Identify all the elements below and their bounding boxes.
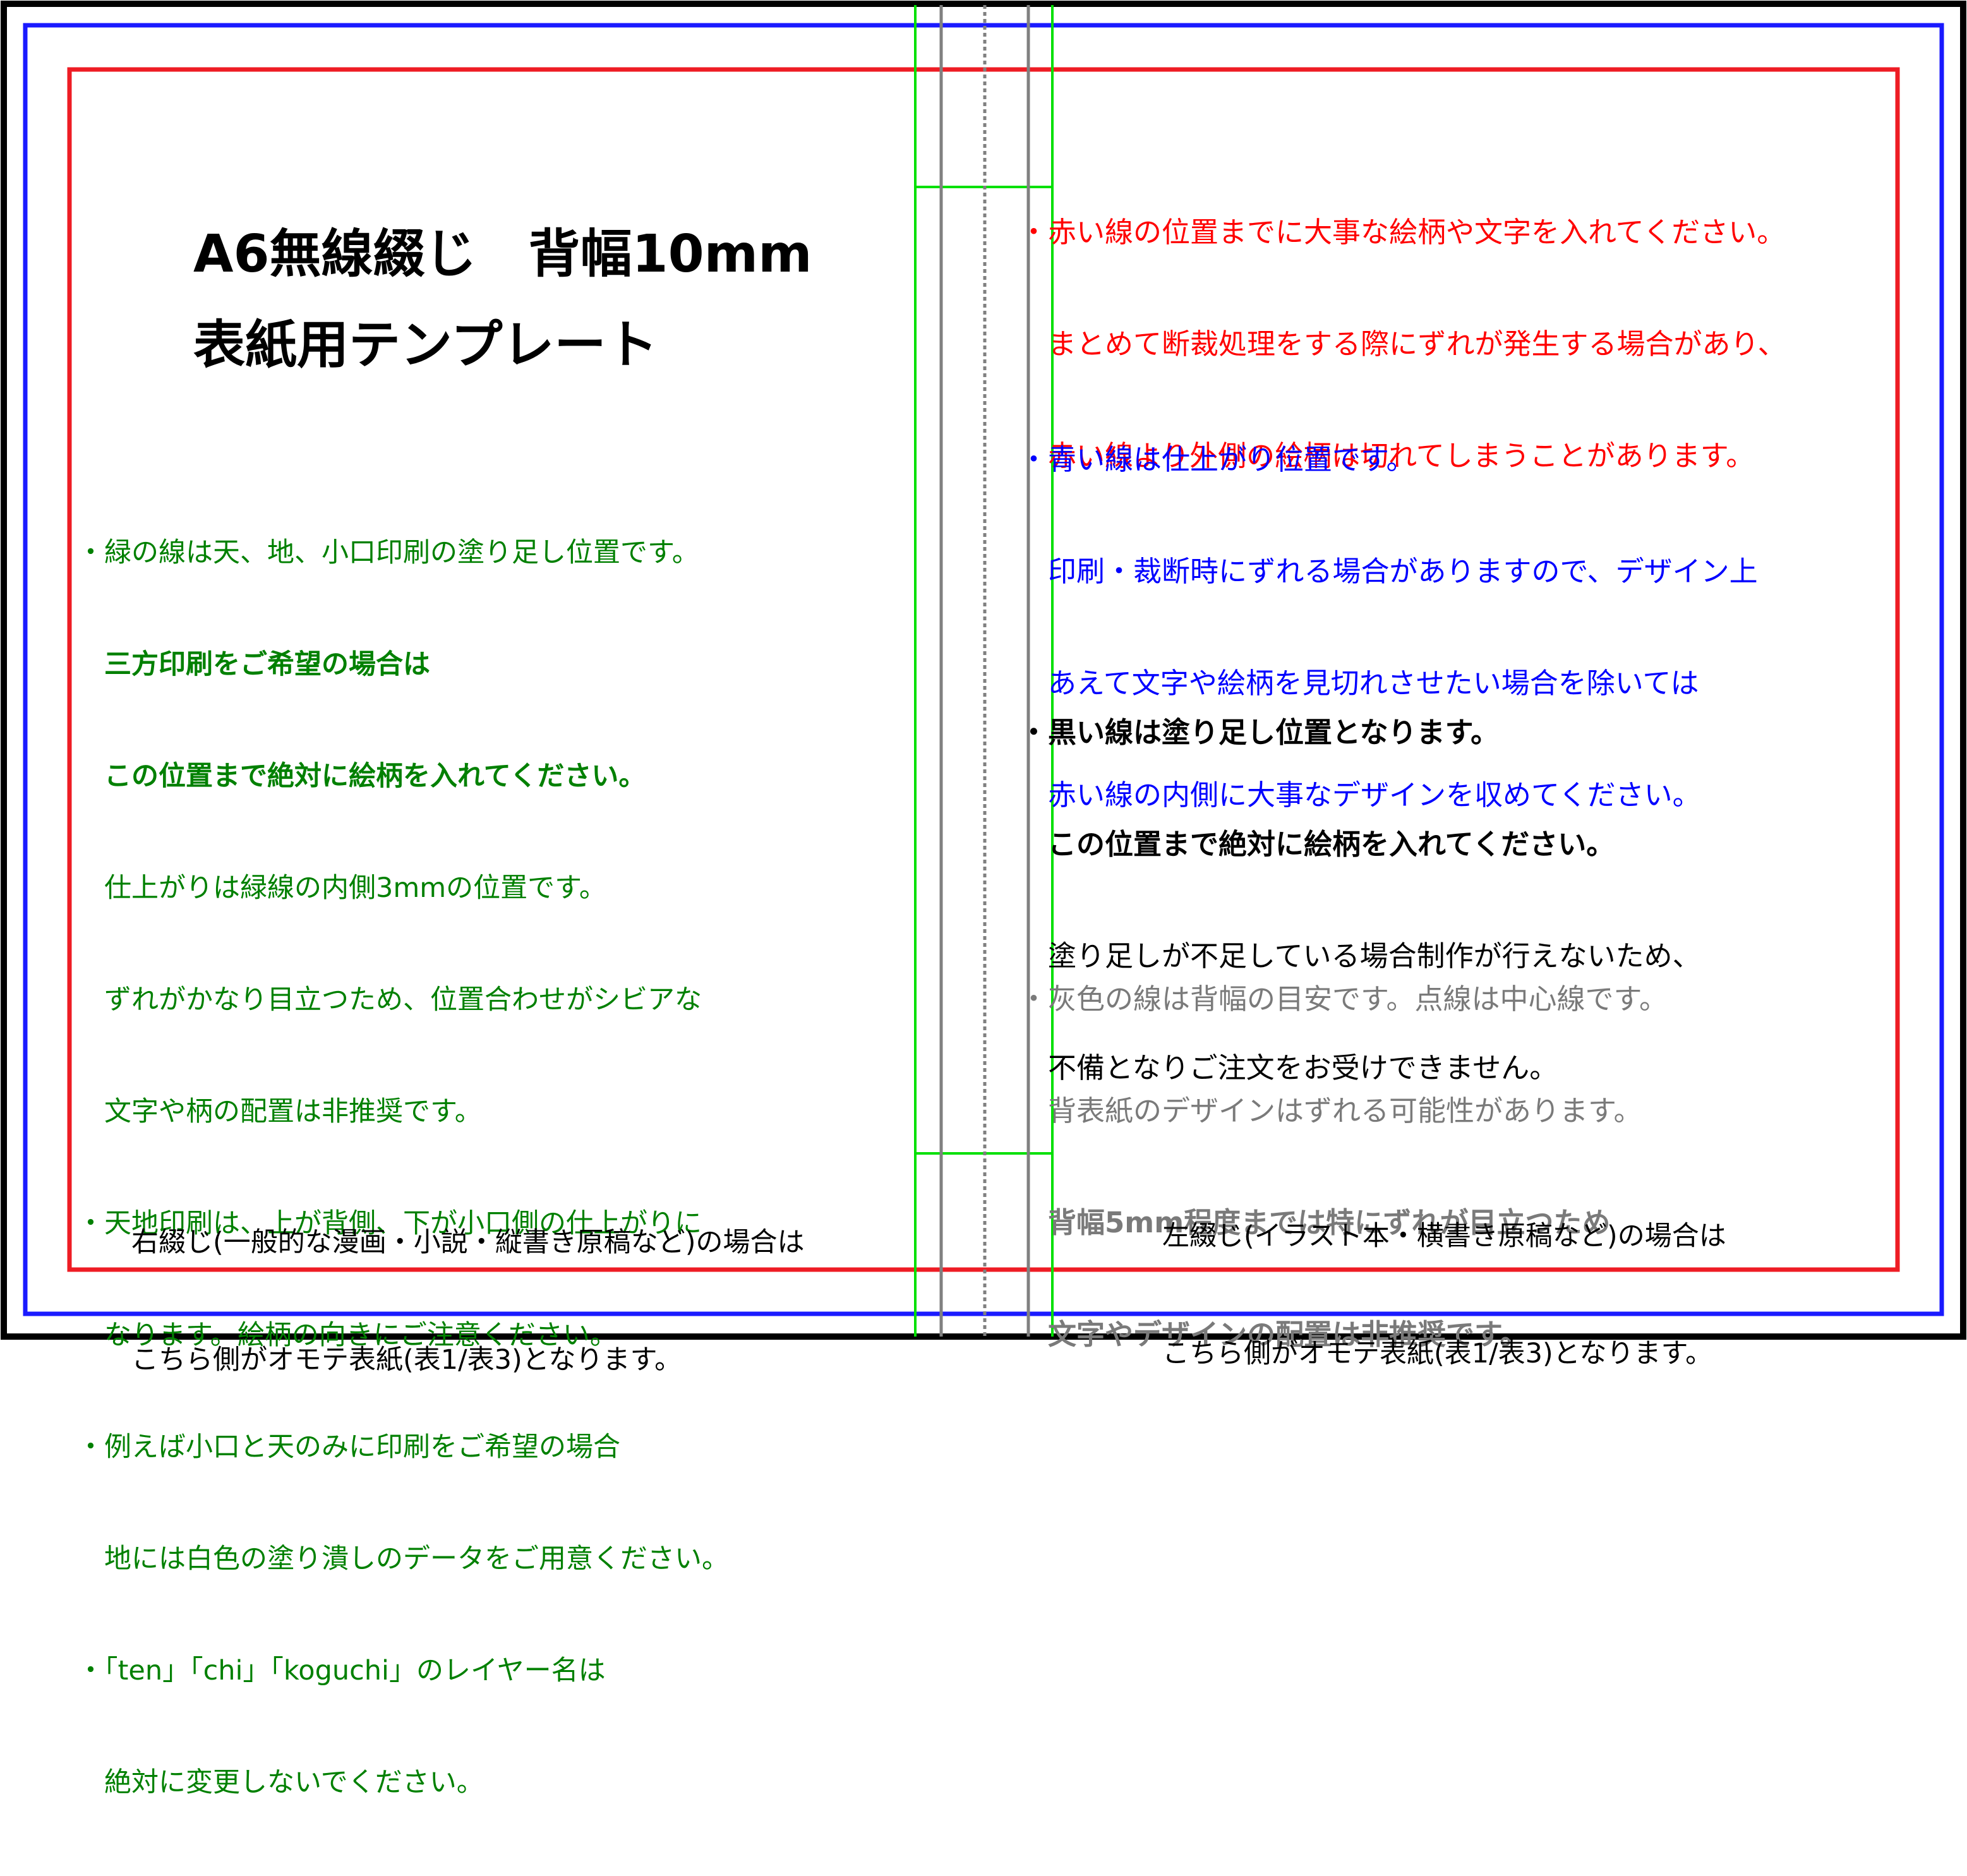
green-note-line: 仕上がりは緑線の内側3mmの位置です。 bbox=[77, 872, 606, 904]
green-note-line: ずれがかなり目立つため、位置合わせがシビアな bbox=[77, 984, 702, 1016]
blue-notes: ・青い線は仕上がり位置です。 印刷・裁断時にずれる場合がありますので、デザイン上… bbox=[1020, 366, 1758, 888]
green-note-line: この位置まで絶対に絵柄を入れてください。 bbox=[77, 761, 646, 792]
blue-note-line: 赤い線の内側に大事なデザインを収めてください。 bbox=[1020, 778, 1701, 812]
green-note-line: 絶対に変更しないでください。 bbox=[77, 1767, 484, 1798]
black-note-line: ・黒い線は塗り足し位置となります。 bbox=[1020, 716, 1500, 749]
blue-note-line: あえて文字や絵柄を見切れさせたい場合を除いては bbox=[1020, 666, 1699, 700]
blue-note-line: ・青い線は仕上がり位置です。 bbox=[1020, 443, 1415, 476]
red-note-line: まとめて断裁処理をする際にずれが発生する場合があり、 bbox=[1020, 327, 1786, 361]
black-note-line: 塗り足しが不足している場合制作が行えないため、 bbox=[1020, 939, 1701, 973]
right-cover-note-line: 左綴じ(イラスト本・横書き原稿など)の場合は bbox=[1162, 1220, 1726, 1252]
green-note-line: 地には白色の塗り潰しのデータをご用意ください。 bbox=[77, 1543, 729, 1575]
left-cover-note: 右綴じ(一般的な漫画・小説・縦書き原稿など)の場合は こちら側がオモテ表紙(表1… bbox=[131, 1145, 805, 1458]
right-cover-note: 左綴じ(イラスト本・横書き原稿など)の場合は こちら側がオモテ表紙(表1/表3)… bbox=[1162, 1138, 1726, 1452]
left-cover-note-line: こちら側がオモテ表紙(表1/表3)となります。 bbox=[131, 1344, 682, 1376]
right-cover-note-line: こちら側がオモテ表紙(表1/表3)となります。 bbox=[1162, 1338, 1713, 1369]
blue-note-line: 印刷・裁断時にずれる場合がありますので、デザイン上 bbox=[1020, 555, 1758, 588]
green-note-line: 三方印刷をご希望の場合は bbox=[77, 649, 430, 680]
green-note-line: ・天地印刷は、上が背側、下が小口側の仕上がりに bbox=[77, 1208, 702, 1239]
gray-note-line: 背幅5mm程度までは特にずれが目立つため bbox=[1020, 1206, 1611, 1239]
red-note-line: 赤い線より外側の絵柄は切れてしまうことがあります。 bbox=[1020, 439, 1755, 472]
black-note-line: 不備となりご注文をお受けできません。 bbox=[1020, 1051, 1558, 1085]
gray-note-line: ・灰色の線は背幅の目安です。点線は中心線です。 bbox=[1020, 982, 1668, 1016]
red-notes: ・赤い線の位置までに大事な絵柄や文字を入れてください。 まとめて断裁処理をする際… bbox=[1020, 139, 1786, 549]
green-note-line: ・「ten」「chi」「koguchi」のレイヤー名は bbox=[77, 1655, 606, 1687]
black-note-line: この位置まで絶対に絵柄を入れてください。 bbox=[1020, 827, 1615, 861]
template-canvas: A6無線綴じ 背幅10mm 表紙用テンプレート ・緑の線は天、地、小口印刷の塗り… bbox=[1, 1, 1966, 1798]
gray-note-line: 背表紙のデザインはずれる可能性があります。 bbox=[1020, 1094, 1642, 1127]
black-bleed-frame bbox=[1, 1, 1966, 1340]
left-cover-note-line: 右綴じ(一般的な漫画・小説・縦書き原稿など)の場合は bbox=[131, 1227, 805, 1258]
green-note-line: 文字や柄の配置は非推奨です。 bbox=[77, 1096, 482, 1127]
red-note-line: ・赤い線の位置までに大事な絵柄や文字を入れてください。 bbox=[1020, 215, 1786, 249]
guide-lines bbox=[1, 1, 1966, 1340]
black-notes: ・黒い線は塗り足し位置となります。 この位置まで絶対に絵柄を入れてください。 塗… bbox=[1020, 639, 1701, 1161]
title-line-1: A6無線綴じ 背幅10mm bbox=[193, 224, 812, 284]
green-note-line: ・緑の線は天、地、小口印刷の塗り足し位置です。 bbox=[77, 537, 699, 568]
title-line-2: 表紙用テンプレート bbox=[193, 315, 658, 375]
